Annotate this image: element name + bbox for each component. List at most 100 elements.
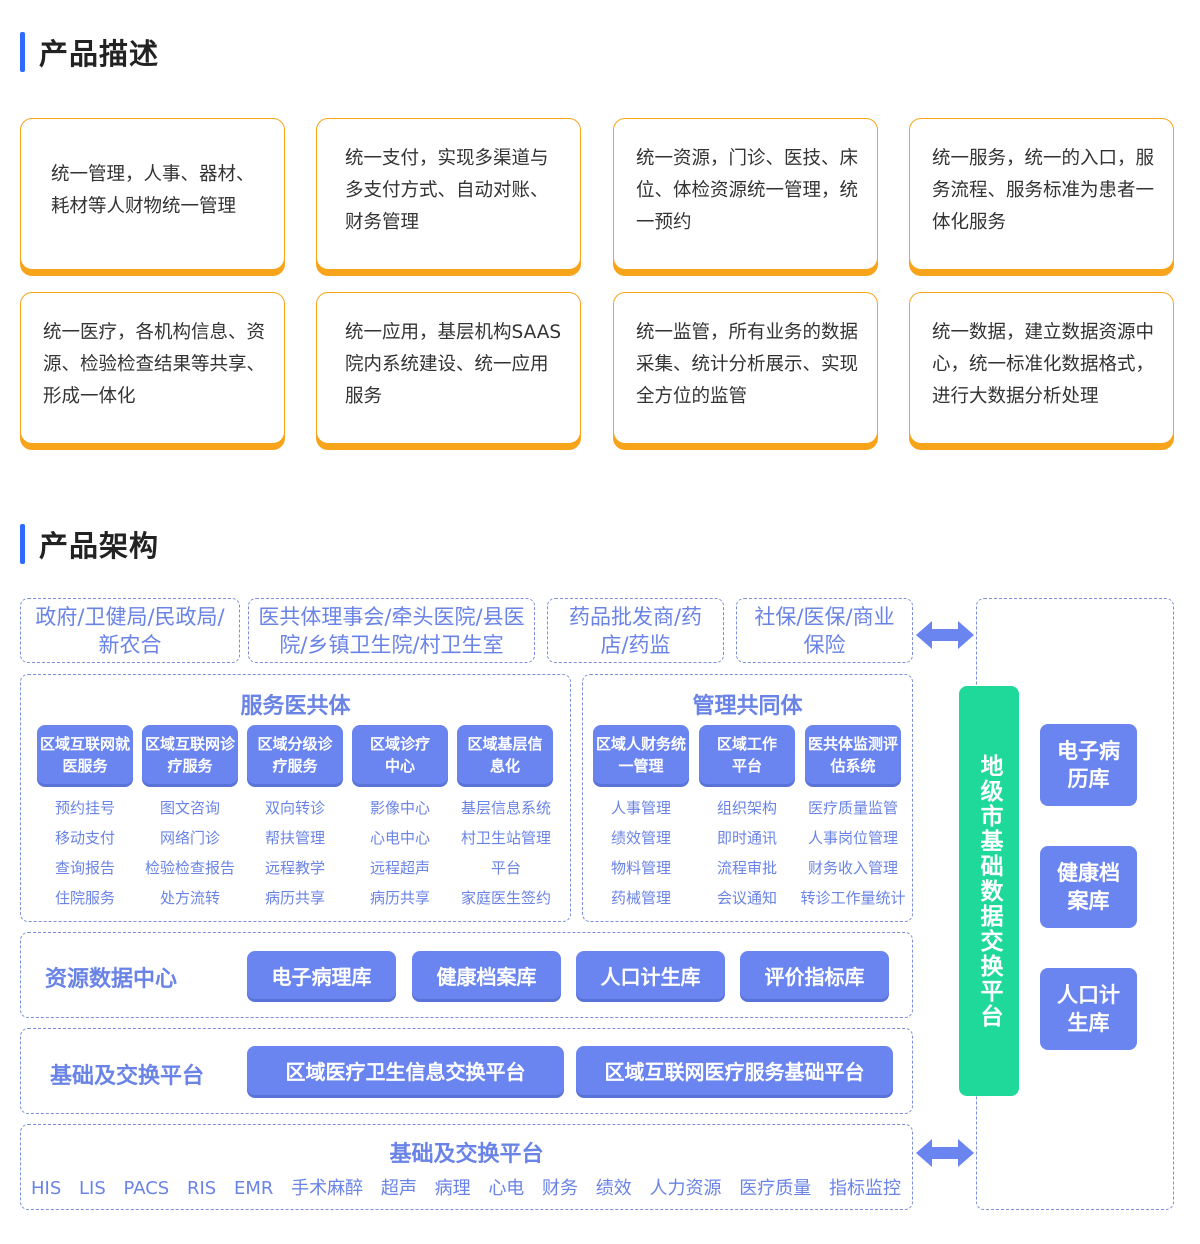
- subitem: 会议通知: [716, 889, 777, 907]
- base-platform-pill[interactable]: 区域医疗卫生信息交换平台: [247, 1046, 564, 1095]
- section-title-text: 产品架构: [39, 529, 160, 563]
- service-module-button[interactable]: 区域互联网诊疗服务: [142, 725, 238, 784]
- resource-pill[interactable]: 人口计生库: [576, 951, 725, 999]
- module-label: 区域分级诊疗服务: [257, 734, 333, 775]
- system-list: HIS LIS PACS RIS EMR 手术麻醉 超声 病理 心电 财务 绩效…: [20, 1174, 912, 1200]
- feature-card-text: 统一服务，统一的入口，服务流程、服务标准为患者一体化服务: [932, 148, 1155, 233]
- database-label: 人口计生库: [1057, 983, 1120, 1035]
- feature-card-text: 统一数据，建立数据资源中心，统一标准化数据格式，进行大数据分析处理: [932, 322, 1155, 407]
- stakeholder-text: 药品批发商/药店/药监: [568, 604, 703, 657]
- subitem: 人事管理: [610, 799, 671, 817]
- stakeholder-box: 医共体理事会/牵头医院/县医院/乡镇卫生院/村卫生室: [248, 598, 535, 663]
- feature-card: 统一支付，实现多渠道与多支付方式、自动对账、财务管理: [316, 118, 581, 270]
- system-item: 手术麻醉: [291, 1178, 364, 1199]
- feature-card: 统一服务，统一的入口，服务流程、服务标准为患者一体化服务: [909, 118, 1174, 270]
- feature-card-text: 统一医疗，各机构信息、资源、检验检查结果等共享、形成一体化: [43, 322, 266, 407]
- subitem: 图文咨询: [159, 799, 220, 817]
- system-item: 指标监控: [828, 1178, 901, 1199]
- service-subitems: 影像中心 心电中心 远程超声 病历共享: [352, 793, 448, 913]
- resource-pill[interactable]: 电子病理库: [247, 951, 396, 999]
- pill-label: 人口计生库: [600, 964, 701, 989]
- module-label: 区域互联网就医服务: [39, 734, 130, 775]
- service-module-button[interactable]: 区域分级诊疗服务: [247, 725, 343, 784]
- management-group-box: [582, 674, 913, 922]
- pill-label: 区域互联网医疗服务基础平台: [604, 1060, 865, 1084]
- management-module-button[interactable]: 区域工作平台: [699, 725, 795, 784]
- subitem: 流程审批: [716, 859, 777, 877]
- system-item: 病理: [434, 1178, 471, 1199]
- resource-center-label: 资源数据中心: [45, 967, 178, 992]
- exchange-platform-label: 地级市基础数据交换平台: [976, 753, 1002, 1029]
- subitem: 移动支付: [54, 829, 115, 847]
- subitem: 家庭医生签约: [460, 889, 551, 907]
- subitem: 影像中心: [369, 799, 430, 817]
- service-module-button[interactable]: 区域诊疗中心: [352, 725, 448, 784]
- section-title-architecture: 产品架构: [20, 524, 159, 564]
- base-platform-pill[interactable]: 区域互联网医疗服务基础平台: [576, 1046, 893, 1095]
- service-module-button[interactable]: 区域互联网就医服务: [37, 725, 133, 784]
- system-item: 绩效: [595, 1178, 632, 1199]
- management-subitems: 人事管理 绩效管理 物料管理 药械管理: [593, 793, 689, 913]
- system-item: 超声: [380, 1178, 417, 1199]
- module-label: 区域工作平台: [716, 734, 777, 775]
- database-box[interactable]: 电子病历库: [1040, 724, 1137, 806]
- subitem: 药械管理: [610, 889, 671, 907]
- feature-card: 统一监管，所有业务的数据采集、统计分析展示、实现全方位的监管: [613, 292, 878, 444]
- feature-card-text: 统一支付，实现多渠道与多支付方式、自动对账、财务管理: [345, 148, 549, 233]
- feature-card: 统一应用，基层机构SAAS院内系统建设、统一应用服务: [316, 292, 581, 444]
- service-subitems: 双向转诊 帮扶管理 远程教学 病历共享: [247, 793, 343, 913]
- feature-card-text: 统一管理，人事、器材、耗材等人财物统一管理: [51, 164, 255, 217]
- system-item: 财务: [542, 1178, 579, 1199]
- stakeholder-box: 社保/医保/商业保险: [736, 598, 913, 663]
- service-group-box: [20, 674, 571, 922]
- base-platform-box: [20, 1028, 913, 1114]
- subitem: 网络门诊: [159, 829, 220, 847]
- feature-card: 统一管理，人事、器材、耗材等人财物统一管理: [20, 118, 285, 270]
- title-accent-bar: [20, 32, 25, 72]
- base-platform-label: 基础及交换平台: [50, 1064, 205, 1089]
- subitem: 平台: [490, 859, 521, 877]
- section-title-text: 产品描述: [39, 37, 160, 71]
- subitem: 住院服务: [54, 889, 115, 907]
- section-title-description: 产品描述: [20, 32, 159, 72]
- database-box[interactable]: 人口计生库: [1040, 968, 1137, 1050]
- resource-pill[interactable]: 健康档案库: [412, 951, 561, 999]
- management-module-button[interactable]: 区域人财务统一管理: [593, 725, 689, 784]
- double-arrow-icon: [916, 1139, 974, 1167]
- exchange-platform-bar: 地级市基础数据交换平台: [959, 686, 1019, 1096]
- stakeholder-text: 社保/医保/商业保险: [754, 604, 895, 657]
- system-item: 医疗质量: [739, 1178, 812, 1199]
- subitem: 处方流转: [159, 889, 220, 907]
- subitem: 组织架构: [716, 799, 777, 817]
- service-subitems: 基层信息系统 村卫生站管理 平台 家庭医生签约: [452, 793, 560, 913]
- system-item: 心电: [488, 1178, 525, 1199]
- subitem: 预约挂号: [54, 799, 115, 817]
- management-module-button[interactable]: 医共体监测评估系统: [805, 725, 901, 784]
- system-item: HIS: [31, 1178, 62, 1199]
- subitem: 远程超声: [369, 859, 430, 877]
- module-label: 区域互联网诊疗服务: [144, 734, 235, 775]
- system-item: RIS: [186, 1178, 217, 1199]
- feature-card-text: 统一资源，门诊、医技、床位、体检资源统一管理，统一预约: [636, 148, 859, 233]
- subitem: 双向转诊: [264, 799, 325, 817]
- database-label: 电子病历库: [1057, 739, 1120, 791]
- resource-pill[interactable]: 评价指标库: [740, 951, 889, 999]
- bottom-platform-box: [20, 1124, 913, 1210]
- subitem: 检验检查报告: [144, 859, 235, 877]
- subitem: 村卫生站管理: [460, 829, 551, 847]
- module-label: 区域人财务统一管理: [595, 734, 686, 775]
- feature-card-text: 统一监管，所有业务的数据采集、统计分析展示、实现全方位的监管: [636, 322, 859, 407]
- database-box[interactable]: 健康档案库: [1040, 846, 1137, 928]
- database-label: 健康档案库: [1057, 861, 1120, 913]
- stakeholder-text: 政府/卫健局/民政局/新农合: [35, 604, 225, 657]
- system-item: EMR: [233, 1178, 274, 1199]
- service-group-title: 服务医共体: [240, 694, 351, 719]
- subitem: 即时通讯: [716, 829, 777, 847]
- service-module-button[interactable]: 区域基层信息化: [457, 725, 553, 784]
- subitem: 心电中心: [369, 829, 430, 847]
- subitem: 远程教学: [264, 859, 325, 877]
- feature-card: 统一医疗，各机构信息、资源、检验检查结果等共享、形成一体化: [20, 292, 285, 444]
- subitem: 绩效管理: [610, 829, 671, 847]
- bottom-platform-title: 基础及交换平台: [389, 1142, 544, 1167]
- subitem: 医疗质量监管: [807, 799, 898, 817]
